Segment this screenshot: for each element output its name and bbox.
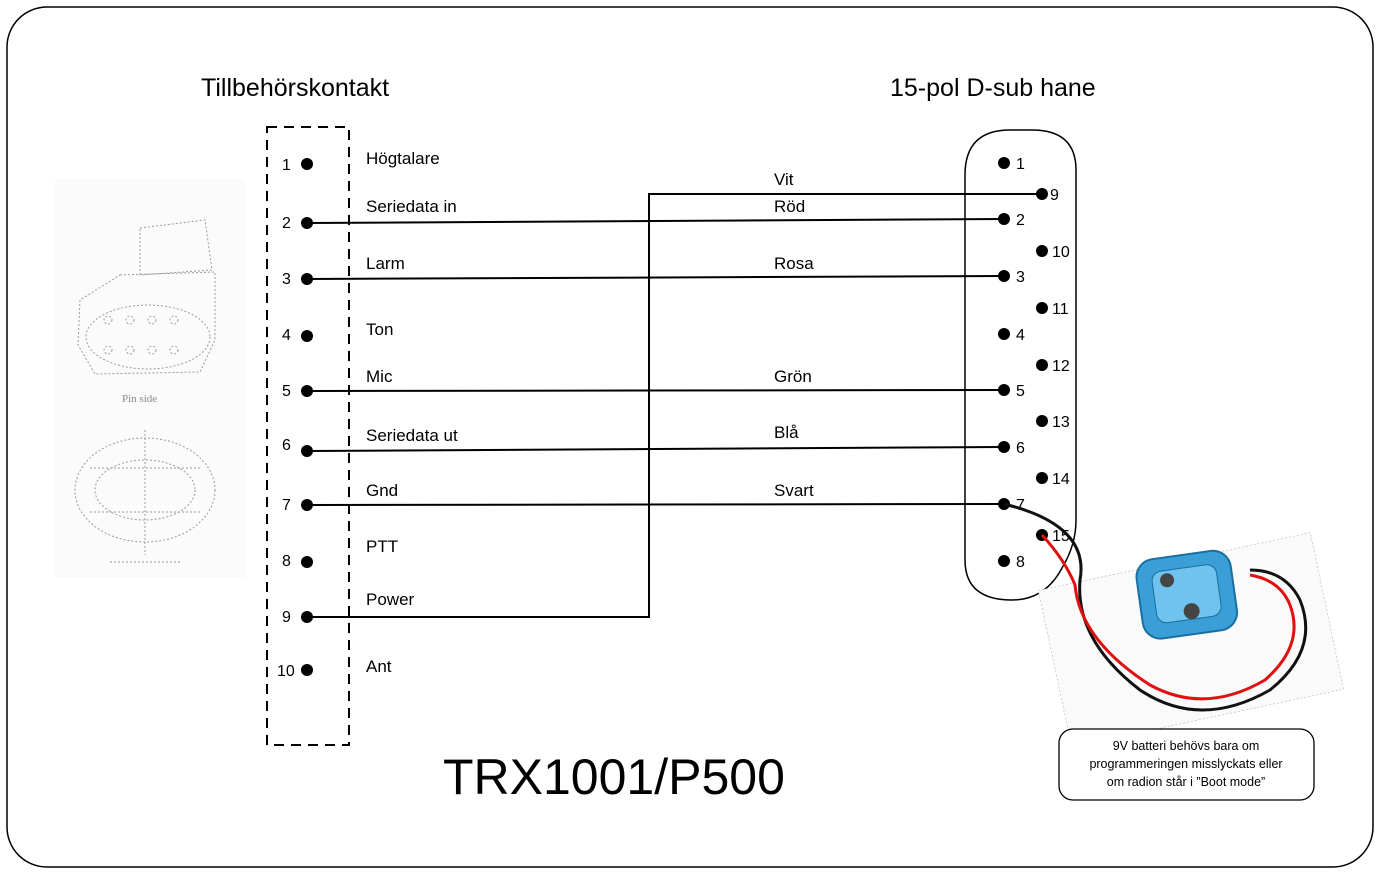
wire-vit bbox=[307, 193, 1042, 618]
battery-wire-red bbox=[1040, 533, 1296, 701]
dsub-pin-number: 13 bbox=[1052, 414, 1070, 431]
connector-picture-caption: Pin side bbox=[122, 393, 157, 405]
pin-dot bbox=[301, 158, 313, 170]
wire-color-label: Svart bbox=[774, 481, 814, 500]
accessory-connector-outline bbox=[266, 126, 350, 746]
pin-label: Larm bbox=[366, 254, 405, 273]
dsub-pin-number: 4 bbox=[1016, 327, 1025, 344]
dsub-pin-number: 14 bbox=[1052, 471, 1070, 488]
pin-number: 3 bbox=[282, 271, 291, 288]
accessory-connector-title: Tillbehörskontakt bbox=[201, 74, 389, 102]
wire-color-label: Blå bbox=[774, 423, 799, 442]
accessory-connector-pins: 1 Högtalare 2 Seriedata in 3 Larm 4 Ton … bbox=[277, 149, 458, 680]
pin-label: Mic bbox=[366, 367, 393, 386]
wire-color-label: Vit bbox=[774, 170, 794, 189]
battery-wire-black bbox=[1003, 502, 1308, 712]
pin-dot bbox=[301, 664, 313, 676]
dsub-pin-number: 9 bbox=[1050, 187, 1059, 204]
wires bbox=[306, 193, 1042, 618]
pin-number: 10 bbox=[277, 663, 295, 680]
battery-clip bbox=[1135, 549, 1239, 640]
dsub-outline bbox=[964, 129, 1077, 601]
pin-number: 7 bbox=[282, 497, 291, 514]
pin-number: 6 bbox=[282, 437, 291, 454]
battery-clip-picture bbox=[1003, 502, 1344, 748]
pin-label: Ant bbox=[366, 657, 392, 676]
pin-label: PTT bbox=[366, 537, 398, 556]
pin-label: Högtalare bbox=[366, 149, 440, 168]
dsub-pin-number: 5 bbox=[1016, 383, 1025, 400]
pin-dot bbox=[301, 556, 313, 568]
wire-color-label: Rosa bbox=[774, 254, 814, 273]
dsub-pin-number: 8 bbox=[1016, 554, 1025, 571]
pin-number: 4 bbox=[282, 327, 291, 344]
wire-rod bbox=[306, 218, 1005, 224]
dsub-pin-number: 2 bbox=[1016, 212, 1025, 229]
dsub-pin-number: 10 bbox=[1052, 244, 1070, 261]
pin-number: 8 bbox=[282, 553, 291, 570]
connector-picture: Pin side bbox=[55, 178, 245, 578]
dsub-pin-number: 7 bbox=[1016, 497, 1025, 514]
dsub-pin-number: 11 bbox=[1052, 301, 1069, 318]
wire-rosa bbox=[306, 275, 1005, 280]
dsub-pins: 1 9 2 10 3 11 4 12 5 13 6 14 7 15 8 bbox=[998, 156, 1070, 571]
dsub-title: 15-pol D-sub hane bbox=[890, 74, 1096, 102]
pin-label: Gnd bbox=[366, 481, 398, 500]
pin-label: Seriedata ut bbox=[366, 426, 458, 445]
pin-number: 1 bbox=[282, 157, 291, 174]
dsub-pin-number: 12 bbox=[1052, 358, 1070, 375]
pin-number: 2 bbox=[282, 215, 291, 232]
dsub-pin-number: 1 bbox=[1016, 156, 1025, 173]
wire-bla bbox=[306, 446, 1005, 452]
wire-color-label: Röd bbox=[774, 197, 805, 216]
wire-gron bbox=[306, 389, 1005, 392]
pin-label: Seriedata in bbox=[366, 197, 457, 216]
wire-color-label: Grön bbox=[774, 367, 812, 386]
dsub-pin-number: 3 bbox=[1016, 269, 1025, 286]
pin-label: Power bbox=[366, 590, 415, 609]
note-box bbox=[1058, 728, 1315, 801]
note-line: om radion står i ”Boot mode” bbox=[1107, 775, 1265, 789]
pin-number: 5 bbox=[282, 383, 291, 400]
pin-number: 9 bbox=[282, 609, 291, 626]
pin-label: Ton bbox=[366, 320, 393, 339]
model-title: TRX1001/P500 bbox=[443, 749, 785, 805]
wire-svart bbox=[306, 503, 1005, 506]
dsub-pin-number: 6 bbox=[1016, 440, 1025, 457]
note-line: programmeringen misslyckats eller bbox=[1089, 757, 1282, 771]
pin-dot bbox=[301, 330, 313, 342]
note-line: 9V batteri behövs bara om bbox=[1113, 739, 1260, 753]
